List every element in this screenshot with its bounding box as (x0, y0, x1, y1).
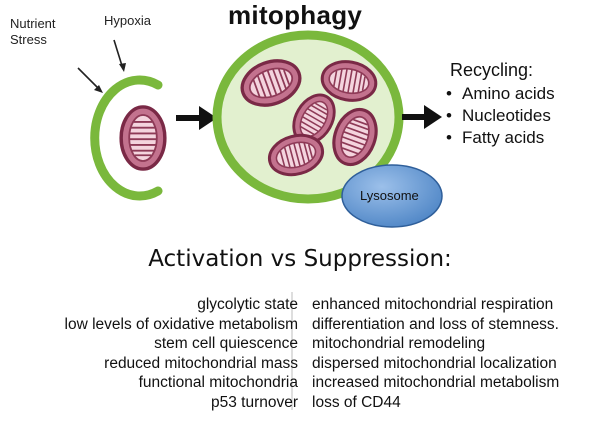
activation-item: glycolytic state (197, 296, 298, 313)
arrow-to-recycling (402, 105, 442, 129)
recycling-item: Nucleotides (446, 105, 555, 127)
suppression-list: enhanced mitochondrial respiration diffe… (312, 295, 559, 412)
suppression-item: mitochondrial remodeling (312, 335, 486, 352)
hypoxia-arrow (113, 39, 126, 72)
nutrient-stress-label: Nutrient Stress (10, 16, 56, 47)
suppression-item: increased mitochondrial metabolism (312, 374, 560, 391)
mitophagy-title: mitophagy (228, 0, 363, 30)
activation-list: glycolytic state low levels of oxidative… (65, 295, 298, 412)
recycling-title: Recycling: (450, 60, 534, 80)
suppression-item: loss of CD44 (312, 393, 401, 411)
suppression-item: differentiation and loss of stemness. (312, 315, 559, 333)
suppression-item: dispersed mitochondrial localization (312, 354, 557, 372)
activation-item: low levels of oxidative metabolism (64, 315, 298, 333)
recycling-list: Amino acids Nucleotides Fatty acids (446, 83, 555, 149)
phagophore-membrane (90, 75, 163, 201)
comparison-heading: Activation vs Suppression: (148, 246, 452, 272)
activation-item: stem cell quiescence (154, 335, 298, 352)
activation-item: reduced mitochondrial mass (104, 354, 298, 372)
engulfed-mitochondrion (119, 105, 167, 171)
recycling-item: Amino acids (446, 83, 555, 105)
activation-item: p53 turnover (210, 393, 298, 411)
arrow-to-autophagosome (176, 106, 217, 130)
suppression-item: enhanced mitochondrial respiration (312, 296, 554, 313)
activation-item: functional mitochondria (138, 374, 298, 391)
lysosome (341, 164, 443, 228)
lysosome-label: Lysosome (360, 188, 419, 203)
nutrient-stress-arrow (77, 67, 103, 93)
recycling-item: Fatty acids (446, 127, 555, 149)
hypoxia-label: Hypoxia (104, 13, 151, 28)
